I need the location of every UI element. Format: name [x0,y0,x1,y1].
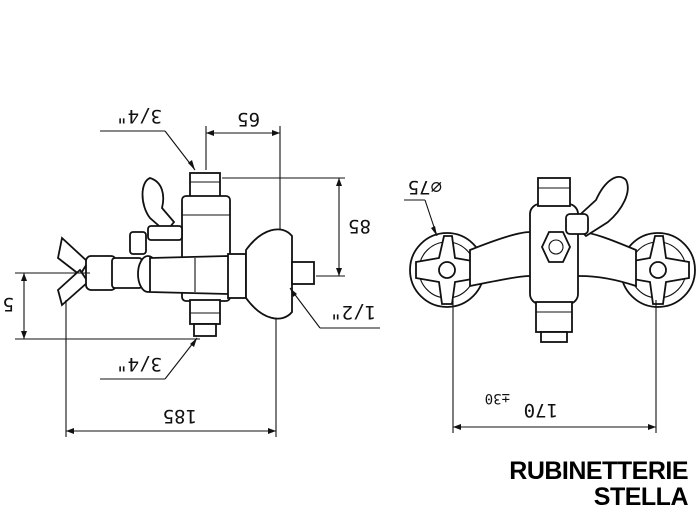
dim-inlet-top: 3/4" [116,105,162,127]
side-view-dimensions: 65 85 5 185 3/4" 3/4" [3,105,380,437]
side-view [56,172,315,337]
dim-5: 5 [3,293,14,315]
brand-line-2: STELLA [593,483,689,511]
dim-65: 65 [237,108,260,130]
brand-logo: RUBINETTERIE STELLA [509,458,688,510]
front-view [409,176,696,343]
dim-outlet: 1/2" [330,301,376,323]
dim-tolerance: ±30 [485,390,510,406]
dim-diameter: ⌀75 [408,176,442,198]
dim-185: 185 [163,405,197,427]
front-view-dimensions: ⌀75 170 ±30 [404,176,657,433]
brand-line-1: RUBINETTERIE [509,457,688,485]
dim-inlet-bottom: 3/4" [116,353,162,375]
dim-85: 85 [348,215,371,237]
dim-centers: 170 [524,399,558,421]
